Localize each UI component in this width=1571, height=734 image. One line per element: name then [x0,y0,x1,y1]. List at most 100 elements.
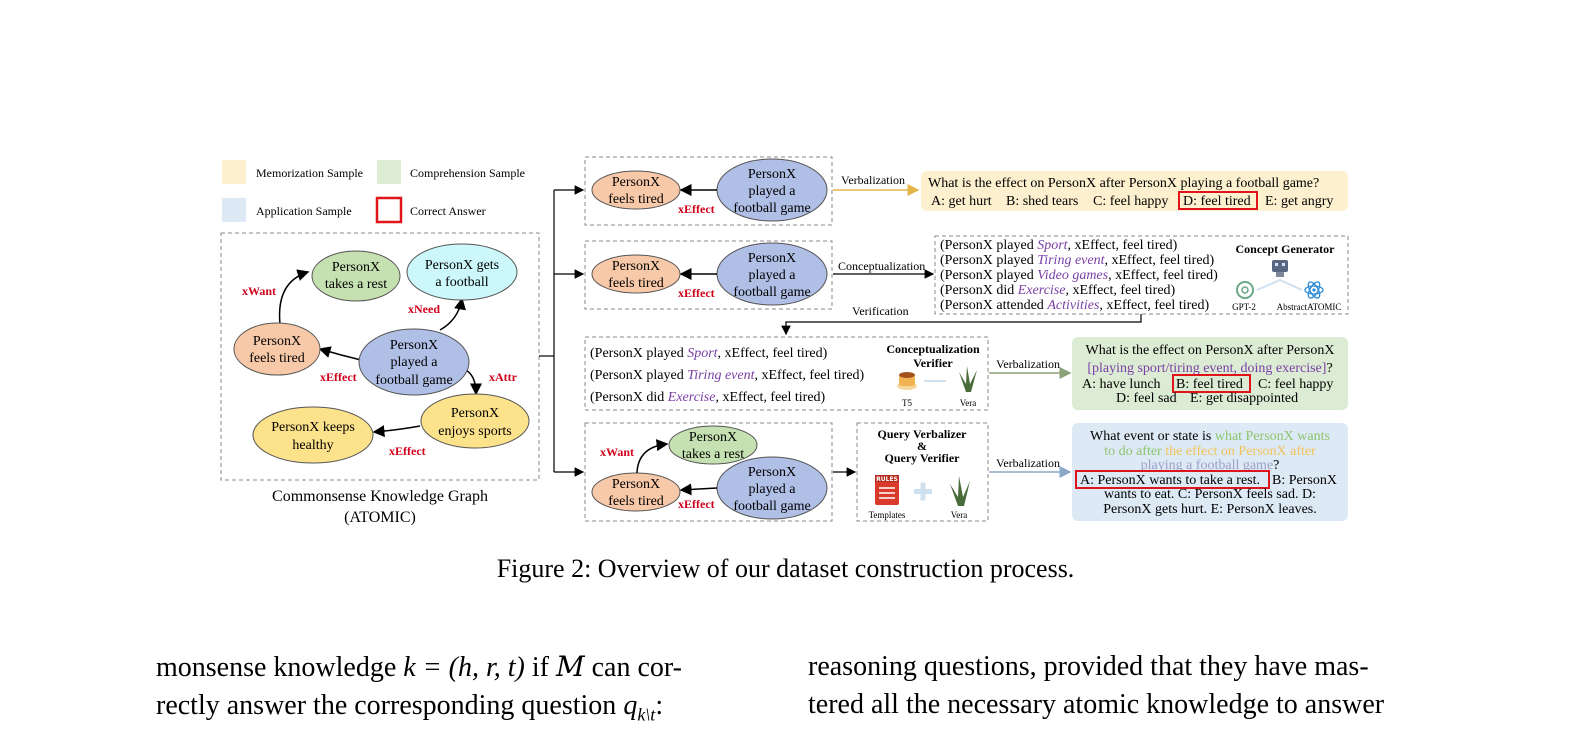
vera-label-2: Vera [951,510,968,520]
verifier-title-1: Conceptualization [886,342,980,356]
r4-verbalization-label: Verbalization [996,456,1060,470]
r1-opt-a: A: get hurt [931,194,992,209]
legend-swatch-correct [375,196,403,224]
r2-tired-line1: PersonX [612,259,660,274]
node-takes-rest-line2: takes a rest [325,277,387,292]
node-gets-football [406,243,518,301]
r1-verbalization-label: Verbalization [841,173,905,187]
body-right-line2: tered all the necessary atomic knowledge… [808,689,1385,720]
r1-question: What is the effect on PersonX after Pers… [928,176,1319,191]
node-takes-rest [311,250,401,302]
r3-triple-3: (PersonX did Exercise, xEffect, feel tir… [590,390,826,405]
branch-connectors [539,185,585,477]
node-gets-football-line1: PersonX gets [425,258,499,273]
qv-title-3: Query Verifier [885,451,961,465]
legend-comprehension: Comprehension Sample [410,166,525,180]
rel-xneed: xNeed [408,302,440,316]
r1-played-line2: played a [748,184,796,199]
node-gets-football-line2: a football [435,275,488,290]
t5-label: T5 [902,398,912,408]
r4-tired-line1: PersonX [612,477,660,492]
node-feels-tired-line1: PersonX [253,334,301,349]
r2-conceptualization-label: Conceptualization [838,259,925,273]
r1-opt-e: E: get angry [1265,194,1333,209]
r4-rel-xeffect: xEffect [678,497,715,511]
r4-q-line1: What event or state is what PersonX want… [1090,429,1330,444]
gpt-icon [1236,281,1254,299]
r2-triple-4: (PersonX did Exercise, xEffect, feel tir… [940,283,1176,298]
r2-played-line1: PersonX [748,251,796,266]
legend: Memorization Sample Comprehension Sample… [222,160,525,224]
r3-verbalization-label: Verbalization [996,357,1060,371]
r1-played-line3: football game [733,201,810,216]
figure-caption: Figure 2: Overview of our dataset constr… [496,554,1075,583]
rules-book-icon: RULES [875,475,899,505]
row-conceptualization: PersonX feels tired PersonX played a foo… [584,235,1349,336]
graph-caption-line2: (ATOMIC) [344,509,416,526]
body-left-column: monsense knowledge k = (h, r, t) if M ca… [156,648,682,734]
r1-correct-box [1178,191,1258,210]
graph-caption-line1: Commonsense Knowledge Graph [272,488,488,505]
r2-triple-1: (PersonX played Sport, xEffect, feel tir… [940,238,1178,253]
rel-xeffect-1: xEffect [320,370,357,384]
r1-opt-c: C: feel happy [1093,194,1168,209]
row-comprehension: (PersonX played Sport, xEffect, feel tir… [584,336,1348,411]
concept-generator-title: Concept Generator [1236,242,1336,256]
verifier-title-2: Verifier [913,356,953,370]
node-enjoys-sports [420,393,530,449]
r3-opt-c: C: feel happy [1258,377,1333,392]
t5-flan-icon [897,372,917,390]
r3-opt-d: D: feel sad [1116,391,1177,406]
node-takes-rest-line1: PersonX [332,260,380,275]
rel-xeffect-2: xEffect [389,444,426,458]
r1-tired-line1: PersonX [612,175,660,190]
legend-swatch-memorization [222,160,246,184]
body-left-line1: monsense knowledge k = (h, r, t) if M ca… [156,650,682,683]
r4-q-line6: PersonX gets hurt. E: PersonX leaves. [1103,502,1316,517]
body-right-line1: reasoning questions, provided that they … [808,651,1369,682]
r3-question-line1: What is the effect on PersonX after Pers… [1086,343,1335,358]
r2-verification-label: Verification [852,304,909,318]
atom-icon [1304,281,1324,299]
r1-opt-d: D: feel tired [1183,194,1251,209]
r4-q-line5: wants to eat. C: PersonX feels sad. D: [1104,487,1316,502]
node-keeps-healthy [252,406,374,464]
legend-swatch-application [222,198,246,222]
r3-question-line2: [playing sport/tiring event, doing exerc… [1087,361,1332,376]
qv-title-2: & [917,439,927,453]
body-right-column: reasoning questions, provided that they … [808,648,1384,724]
r4-played-line3: football game [733,499,810,514]
rel-xattr: xAttr [489,370,518,384]
r2-triple-3: (PersonX played Video games, xEffect, fe… [940,268,1218,283]
r2-tired-line2: feels tired [608,276,664,291]
r2-rel-xeffect: xEffect [678,286,715,300]
r2-played-line2: played a [748,268,796,283]
r3-opt-b: B: feel tired [1176,377,1243,392]
node-feels-tired-line2: feels tired [249,351,305,366]
legend-swatch-comprehension [377,160,401,184]
r4-rest-line1: PersonX [689,430,737,445]
row-memorization: PersonX feels tired PersonX played a foo… [584,156,1348,226]
r4-rest-line2: takes a rest [682,447,744,462]
r4-rel-xwant: xWant [600,445,634,459]
r1-opt-b: B: shed tears [1006,194,1078,209]
robot-icon [1272,260,1288,277]
r3-opt-e: E: get disappointed [1190,391,1298,406]
node-played-game-line2: played a [390,355,438,370]
r4-q-line3: playing a football game? [1141,458,1280,473]
body-left-line2: rectly answer the corresponding question… [156,690,664,725]
r4-played-line2: played a [748,482,796,497]
vera-plant-icon-2 [950,476,970,506]
r4-correct-box [1075,470,1270,489]
row-application: PersonX takes a rest PersonX feels tired… [584,422,1348,522]
node-keeps-healthy-line1: PersonX keeps [271,420,355,435]
legend-memorization: Memorization Sample [256,166,363,180]
templates-label: Templates [869,510,906,520]
r2-triple-2: (PersonX played Tiring event, xEffect, f… [940,253,1215,268]
knowledge-graph: PersonX takes a rest PersonX gets a foot… [220,232,540,526]
abstractatomic-label: AbstractATOMIC [1277,302,1342,312]
r4-opt-b: B: PersonX [1272,473,1337,488]
r3-triple-1: (PersonX played Sport, xEffect, feel tir… [590,346,828,361]
r4-tired-line2: feels tired [608,494,664,509]
